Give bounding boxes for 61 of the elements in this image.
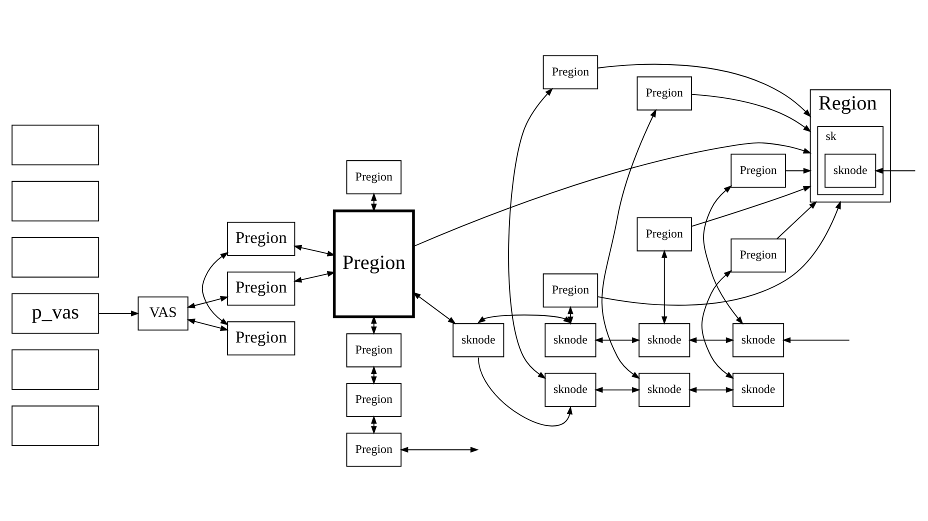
arrow [597, 200, 841, 306]
arrow [594, 386, 640, 392]
node-box: Pregion [730, 153, 786, 188]
node-box: Pregion [636, 76, 692, 110]
node-box: sknode [732, 322, 784, 357]
node-box: Pregion [542, 272, 598, 307]
node-box: Pregion [227, 271, 296, 306]
arrow [776, 200, 818, 239]
arrow [413, 142, 812, 246]
arrow [371, 192, 377, 212]
arrow [568, 305, 574, 324]
node-box: p_vas [12, 292, 100, 334]
node-box [12, 236, 100, 278]
node-box: sknode [638, 322, 690, 357]
arrow [782, 336, 850, 343]
node-box: Pregion [227, 221, 296, 256]
node-box: Pregion [730, 238, 786, 272]
node-box [12, 348, 100, 390]
node-box [12, 180, 100, 221]
node-box: VAS [138, 296, 188, 330]
node-box: Pregion [636, 216, 692, 251]
arrow [688, 386, 734, 392]
arrow [186, 296, 229, 308]
node-box: Pregion [346, 382, 402, 417]
arrow [400, 446, 479, 452]
arrow [202, 251, 229, 325]
node-box: sknode [544, 322, 596, 357]
node-box: sknode [638, 372, 690, 406]
arrow [688, 336, 734, 343]
arrow [508, 87, 554, 378]
arrow [602, 108, 656, 378]
arrow [594, 336, 640, 343]
arrow [293, 270, 336, 282]
node-box: sknode [544, 372, 596, 406]
node-box: sknode [452, 322, 504, 357]
node-box: Pregion [346, 432, 402, 466]
arrow [478, 356, 573, 426]
arrow [703, 184, 744, 324]
node-box: Pregion [346, 160, 402, 194]
arrow [597, 63, 812, 117]
arrow [293, 244, 336, 256]
arrow [874, 167, 916, 174]
node-box: sknode [824, 153, 876, 188]
node-box [12, 405, 100, 446]
node-box: Pregion [332, 208, 415, 318]
arrow [661, 249, 668, 324]
node-box [12, 124, 100, 165]
arrow [701, 269, 734, 378]
node-box: Pregion [227, 320, 296, 355]
node-box: Pregion [346, 332, 402, 367]
arrow [186, 318, 229, 330]
arrow [371, 365, 377, 384]
node-box: Pregion [542, 54, 598, 89]
node-box: sknode [732, 372, 784, 406]
arrow [785, 167, 812, 174]
arrow [371, 414, 377, 434]
arrow [691, 93, 812, 132]
arrow [98, 310, 140, 316]
arrow [477, 314, 572, 323]
arrow [412, 291, 456, 324]
arrow [691, 185, 812, 226]
